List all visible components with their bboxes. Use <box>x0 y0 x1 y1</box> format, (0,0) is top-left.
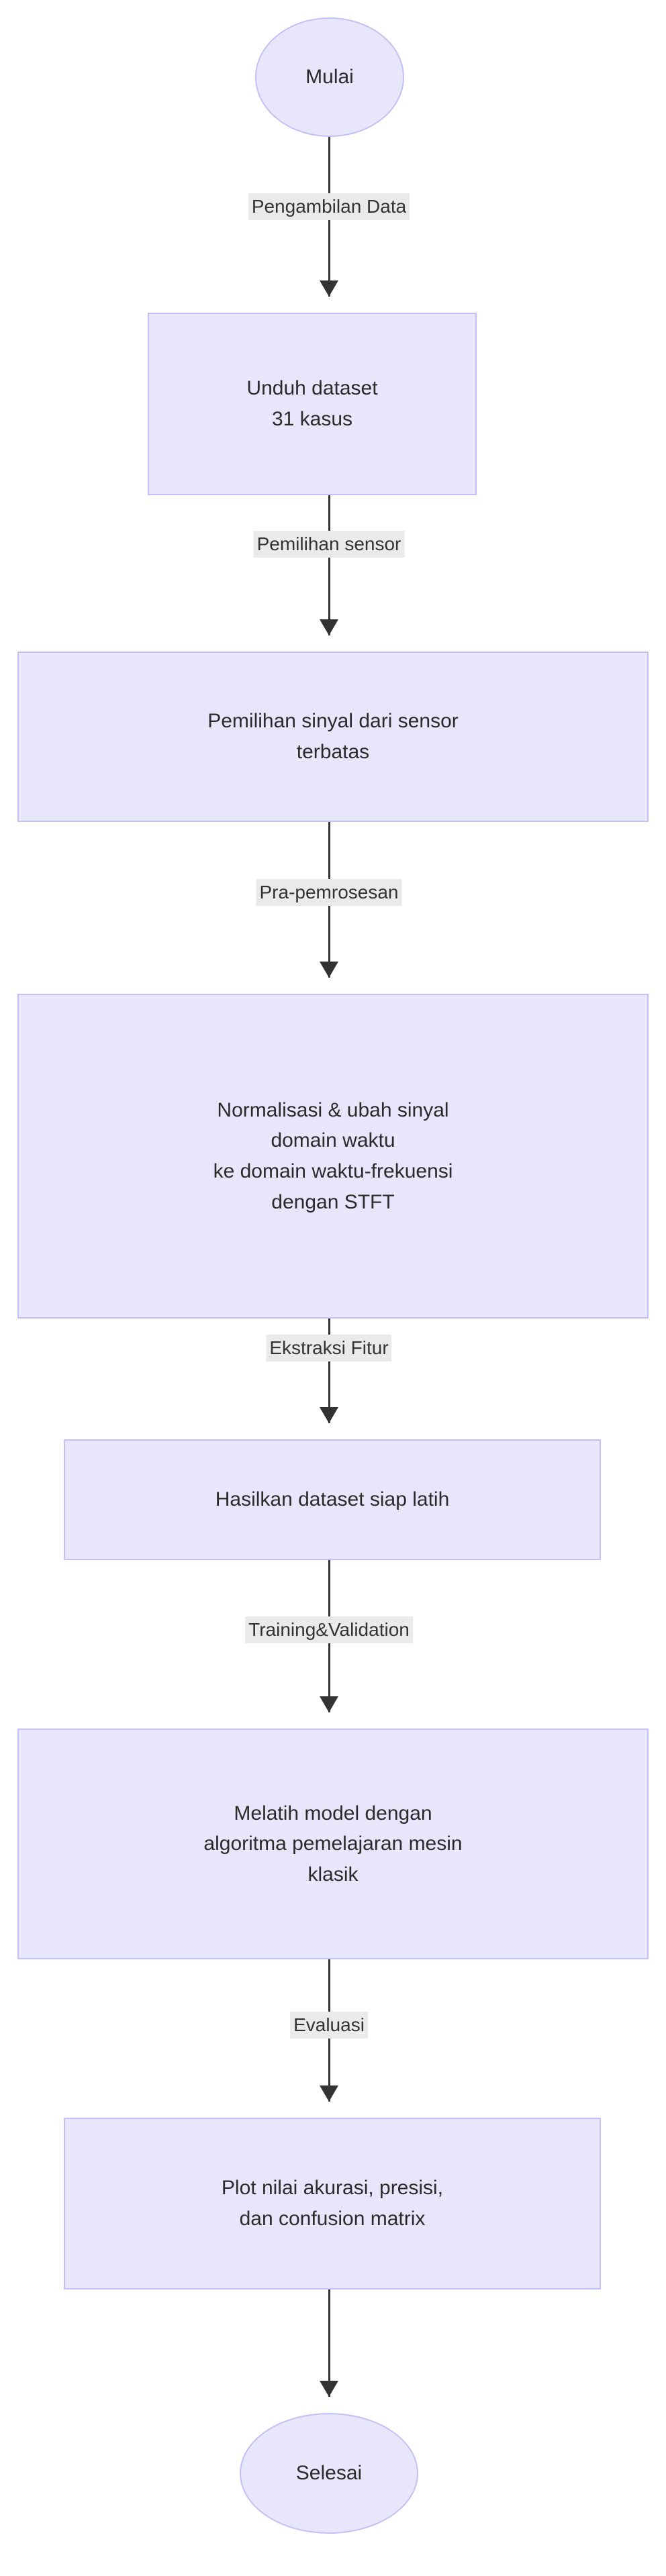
edge-line <box>328 495 330 635</box>
edge-label: Evaluasi <box>290 2012 368 2039</box>
node-melatih-model[interactable]: Melatih model dengan algoritma pemelajar… <box>17 1729 649 1959</box>
node-hasilkan-dataset[interactable]: Hasilkan dataset siap latih <box>64 1439 601 1560</box>
edge-arrowhead-icon <box>320 280 338 297</box>
node-mulai[interactable]: Mulai <box>255 17 404 137</box>
node-label: Unduh dataset 31 kasus <box>246 377 378 430</box>
edge-arrowhead-icon <box>320 619 338 635</box>
node-plot-evaluasi[interactable]: Plot nilai akurasi, presisi, dan confusi… <box>64 2118 601 2289</box>
edge-label: Ekstraksi Fitur <box>266 1335 392 1361</box>
edge-arrowhead-icon <box>320 2085 338 2102</box>
edge-arrowhead-icon <box>320 2381 338 2397</box>
edge-arrowhead-icon <box>320 1696 338 1712</box>
edge-line <box>328 1319 330 1423</box>
node-label: Pemilihan sinyal dari sensor terbatas <box>207 710 459 763</box>
edge-label: Pemilihan sensor <box>253 531 405 558</box>
edge-label: Training&Validation <box>245 1616 413 1643</box>
node-label: Hasilkan dataset siap latih <box>215 1488 450 1511</box>
node-selesai[interactable]: Selesai <box>240 2413 418 2534</box>
node-label: Mulai <box>305 66 354 89</box>
edge-label: Pengambilan Data <box>248 193 410 220</box>
edge-arrowhead-icon <box>320 1407 338 1423</box>
node-label: Melatih model dengan algoritma pemelajar… <box>203 1802 463 1886</box>
node-normalisasi-stft[interactable]: Normalisasi & ubah sinyal domain waktu k… <box>17 994 649 1319</box>
node-label: Plot nilai akurasi, presisi, dan confusi… <box>221 2177 444 2230</box>
edge-line <box>328 2289 330 2397</box>
node-unduh-dataset[interactable]: Unduh dataset 31 kasus <box>148 313 477 495</box>
node-label: Selesai <box>295 2462 363 2485</box>
edge-arrowhead-icon <box>320 962 338 978</box>
edge-label: Pra-pemrosesan <box>256 879 402 906</box>
node-label: Normalisasi & ubah sinyal domain waktu k… <box>213 1098 453 1213</box>
node-pemilihan-sinyal[interactable]: Pemilihan sinyal dari sensor terbatas <box>17 652 649 822</box>
